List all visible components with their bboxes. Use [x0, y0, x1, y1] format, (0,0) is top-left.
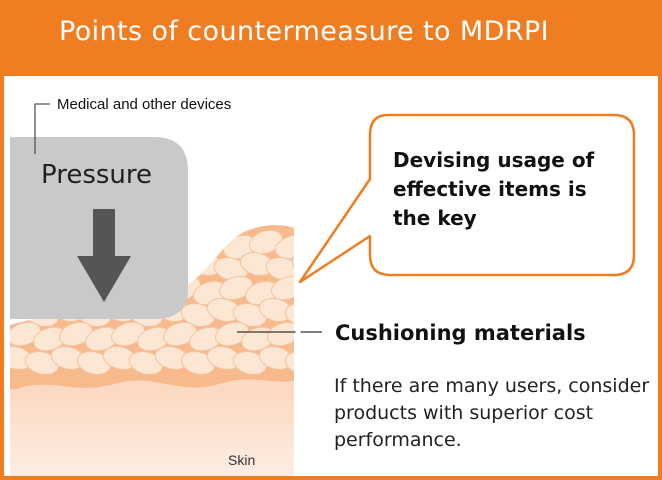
cushion-pad [284, 351, 294, 375]
cushion-pad [76, 351, 112, 375]
cushion-pad [274, 234, 294, 260]
header-bar: Points of countermeasure to MDRPI [4, 4, 658, 76]
arrow-down-icon [77, 209, 131, 302]
page-title: Points of countermeasure to MDRPI [59, 16, 550, 47]
cushion-pad [128, 351, 164, 375]
cushion-pad [10, 321, 42, 347]
devices-label: Medical and other devices [57, 96, 232, 113]
cushion-pad [214, 321, 250, 347]
illustration [10, 103, 636, 476]
cushion-pad [292, 326, 294, 352]
skin-boundary [10, 379, 294, 404]
cushion-pad [266, 321, 294, 347]
cushion-pad [110, 321, 146, 347]
callout-bubble [298, 113, 636, 284]
cushioning-heading: Cushioning materials [335, 321, 586, 345]
skin-label: Skin [228, 452, 256, 468]
cushion-pad [232, 351, 268, 375]
cushion-pad [180, 351, 216, 375]
cushion-pad [284, 303, 294, 327]
cushion-pad [24, 351, 60, 375]
callout-text: Devising usage of effective items is the… [393, 148, 595, 230]
cushion-pad [180, 303, 216, 327]
cushion-pad [270, 275, 294, 301]
cushion-pad [218, 275, 254, 301]
pressure-label: Pressure [41, 160, 153, 190]
cushion-pad [162, 321, 198, 347]
cushion-pad [248, 229, 284, 255]
cushioning-note: If there are many users, consider produc… [334, 375, 650, 451]
cushion-pad [232, 303, 268, 327]
cushion-pad [291, 252, 294, 276]
cushion-pad [58, 321, 94, 347]
devices-leader-line [34, 103, 50, 154]
